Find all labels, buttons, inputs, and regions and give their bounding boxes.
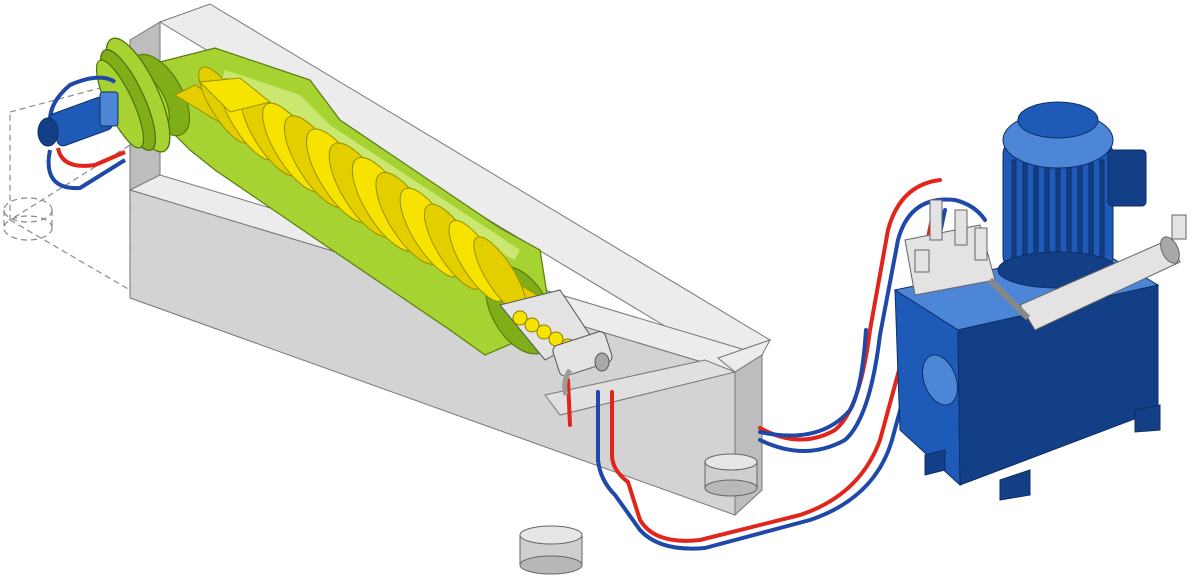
cylinder-tube: [1019, 239, 1181, 331]
motor-fan-cap: [1017, 101, 1099, 139]
belt-drive-pulleys: [95, 37, 171, 153]
electric-motor: [997, 101, 1147, 289]
foot-back-right: [704, 453, 758, 497]
tank-foot-left: [924, 449, 946, 476]
motor-fin: [1088, 159, 1094, 261]
screw-conveyor: [173, 66, 546, 314]
screw-feed-cone: [198, 77, 272, 113]
hydraulic-backdrive-motor: [37, 75, 127, 191]
motor-fin: [1011, 159, 1017, 261]
mounting-feet: [519, 453, 758, 575]
hydraulic-power-unit: [893, 101, 1187, 501]
gearbox-hose-elbow: [562, 368, 573, 396]
gearbox-gear: [512, 310, 528, 326]
valve-manifold: [904, 199, 996, 296]
cylinder-pipe: [987, 277, 1031, 321]
gearbox-gear: [536, 324, 552, 340]
tank-foot-right: [1134, 404, 1161, 433]
motor-fin: [1022, 159, 1028, 261]
motor-fin: [1044, 159, 1050, 261]
cylinder-end-cap: [1160, 236, 1180, 264]
tank-foot-front: [999, 469, 1031, 501]
left-hose-loop-red: [56, 147, 126, 168]
hydraulic-motor-port: [594, 352, 610, 372]
motor-fin: [1055, 159, 1061, 261]
motor-terminal-box: [1107, 149, 1147, 207]
backdrive-motor-cap: [37, 117, 59, 147]
frame-inner-crossbeam: [544, 359, 737, 416]
gearbox-gear: [524, 317, 540, 333]
tank-inspection-cover: [922, 354, 958, 406]
valve-3: [974, 227, 988, 261]
hydraulic-cylinder-accumulator: [987, 214, 1187, 331]
motor-fin: [1033, 159, 1039, 261]
gauge-stub: [914, 249, 930, 273]
hose-upper-blue-2: [758, 328, 868, 438]
motor-fin: [1066, 159, 1072, 261]
backdrive-motor-flange: [99, 91, 119, 127]
motor-fin: [1077, 159, 1083, 261]
cylinder-fitting: [1171, 214, 1187, 240]
gearbox-hydraulic-motor: [499, 289, 613, 396]
motor-fin: [1099, 159, 1105, 261]
hose-upper-blue: [758, 197, 987, 453]
valve-2: [954, 209, 968, 246]
foot-front-right: [519, 525, 583, 575]
valve-1: [929, 199, 943, 241]
motor-cooling-fins: [1011, 159, 1105, 261]
